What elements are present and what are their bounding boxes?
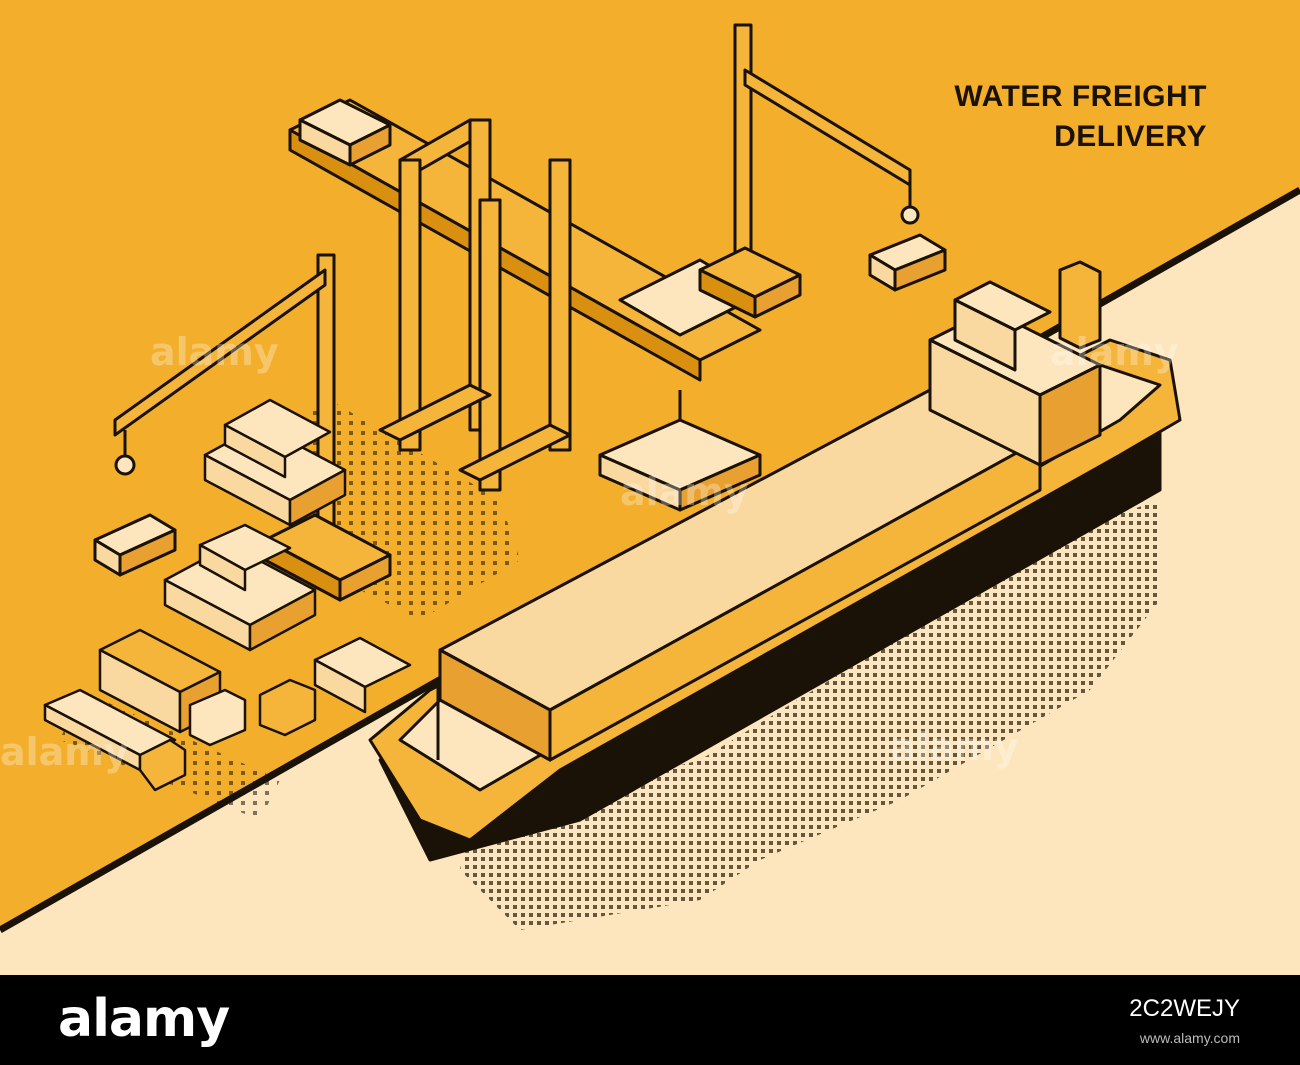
image-id: 2C2WEJY [1129, 995, 1240, 1022]
truck-2 [98, 628, 247, 747]
watermark: alamy [620, 470, 749, 514]
site-reference: www.alamy.com [1139, 1030, 1240, 1046]
right-jib-crane [698, 23, 947, 319]
watermark: alamy [890, 725, 1019, 769]
gantry-crane [288, 98, 762, 492]
isometric-port-illustration [0, 0, 1300, 975]
alamy-logo: alamy [58, 989, 230, 1049]
container-ship [368, 260, 1182, 862]
illustration-title-line-2: DELIVERY [1054, 120, 1207, 153]
cargo-stack-lower [163, 523, 317, 652]
cargo-stack-upper [203, 398, 347, 527]
ship-shadow [460, 500, 1160, 930]
truck-3 [258, 636, 412, 737]
watermark: alamy [0, 730, 129, 774]
truck-1 [43, 688, 187, 792]
illustration-title-line-1: WATER FREIGHT [954, 80, 1207, 113]
watermark: alamy [1050, 330, 1179, 374]
stock-footer-bar: alamy 2C2WEJY www.alamy.com [0, 975, 1300, 1065]
hoisted-container [598, 390, 762, 512]
watermark: alamy [150, 330, 279, 374]
